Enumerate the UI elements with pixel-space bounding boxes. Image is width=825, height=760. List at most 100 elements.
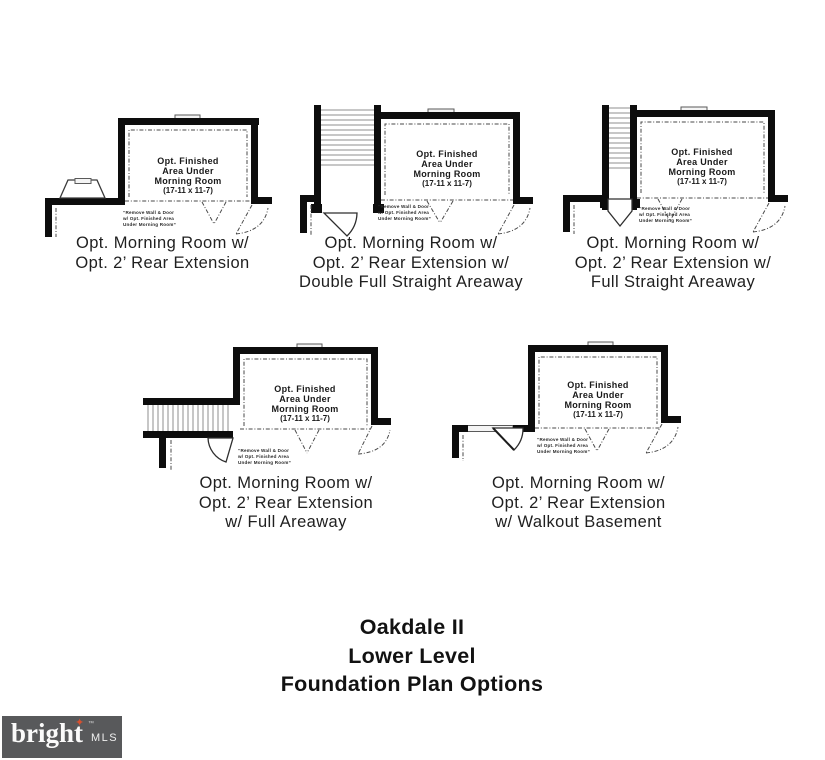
brightmls-logo: bright ✦ ™ MLS	[2, 716, 122, 758]
exterior-walls	[300, 112, 533, 233]
exterior-walls	[563, 110, 788, 232]
plan-drawing-2: Opt. Finished Area Under Morning Room (1…	[300, 105, 533, 237]
room-label: Opt. Finished Area Under Morning Room (1…	[668, 147, 735, 186]
areaway-stairs	[600, 105, 640, 210]
svg-text:w/ Opt. Finished Area: w/ Opt. Finished Area	[377, 210, 429, 215]
note-label: “Remove Wall & Door w/ Opt. Finished Are…	[377, 204, 431, 221]
door-swing-icon	[607, 198, 633, 228]
room-label: Opt. Finished Area Under Morning Room (1…	[271, 384, 338, 423]
caption-line: w/ Walkout Basement	[495, 513, 662, 531]
room-label: Opt. Finished Area Under Morning Room (1…	[154, 156, 221, 195]
floorplan-option-2: Opt. Finished Area Under Morning Room (1…	[298, 95, 543, 300]
svg-text:Opt. Finished: Opt. Finished	[567, 380, 628, 390]
room-label: Opt. Finished Area Under Morning Room (1…	[413, 149, 480, 188]
door-swing-icon	[426, 200, 531, 235]
title-line-type: Foundation Plan Options	[280, 672, 544, 696]
svg-text:Morning Room: Morning Room	[413, 169, 480, 179]
caption-line: Opt. 2’ Rear Extension w/	[312, 253, 510, 272]
caption-line: Opt. 2’ Rear Extension	[491, 493, 666, 512]
svg-text:(17-11 x 11-7): (17-11 x 11-7)	[422, 179, 472, 188]
svg-text:Under Morning Room”: Under Morning Room”	[639, 218, 692, 223]
svg-text:w/ Opt. Finished Area: w/ Opt. Finished Area	[122, 216, 174, 221]
svg-text:“Remove Wall & Door: “Remove Wall & Door	[378, 204, 429, 209]
svg-text:“Remove Wall & Door: “Remove Wall & Door	[537, 437, 588, 442]
title-line-level: Lower Level	[348, 643, 476, 668]
caption-line: Opt. Morning Room w/	[491, 474, 666, 492]
svg-text:Opt. Finished: Opt. Finished	[416, 149, 477, 159]
plan-drawing-4: Opt. Finished Area Under Morning Room (1…	[143, 343, 391, 470]
removed-wall-dashes	[310, 123, 513, 235]
svg-text:“Remove Wall & Door: “Remove Wall & Door	[123, 210, 174, 215]
exterior-walls	[45, 118, 272, 237]
svg-text:Area Under: Area Under	[162, 166, 214, 176]
caption-line: Full Straight Areaway	[590, 273, 756, 291]
title-line-model: Oakdale II	[359, 615, 465, 639]
plan-drawing-1: Opt. Finished Area Under Morning Room (1…	[45, 114, 272, 237]
trademark-symbol: ™	[88, 721, 94, 727]
caption-line: Double Full Straight Areaway	[299, 273, 523, 291]
note-label: “Remove Wall & Door w/ Opt. Finished Are…	[536, 437, 590, 454]
svg-text:Morning Room: Morning Room	[271, 404, 338, 414]
svg-text:Area Under: Area Under	[676, 157, 728, 167]
door-swing-icon	[657, 198, 786, 233]
sheet-title: Oakdale II Lower Level Foundation Plan O…	[212, 613, 612, 699]
door-swing-icon	[207, 437, 234, 463]
caption-line: Opt. 2’ Rear Extension	[198, 493, 374, 512]
svg-text:(17-11 x 11-7): (17-11 x 11-7)	[677, 177, 727, 186]
plan-drawing-3: Opt. Finished Area Under Morning Room (1…	[563, 105, 788, 234]
svg-text:Under Morning Room”: Under Morning Room”	[537, 449, 590, 454]
svg-text:w/ Opt. Finished Area: w/ Opt. Finished Area	[638, 212, 690, 217]
svg-text:Under Morning Room”: Under Morning Room”	[123, 222, 176, 227]
note-label: “Remove Wall & Door w/ Opt. Finished Are…	[237, 448, 291, 465]
room-label: Opt. Finished Area Under Morning Room (1…	[564, 380, 631, 419]
plan-caption-4: Opt. Morning Room w/ Opt. 2’ Rear Extens…	[151, 474, 421, 533]
plan-drawing-5: Opt. Finished Area Under Morning Room (1…	[452, 341, 681, 461]
svg-text:Under Morning Room”: Under Morning Room”	[238, 460, 291, 465]
plan-caption-1: Opt. Morning Room w/ Opt. 2’ Rear Extens…	[40, 234, 285, 273]
caption-line: w/ Full Areaway	[225, 513, 347, 531]
caption-line: Opt. 2’ Rear Extension	[75, 253, 250, 272]
areaway-stairs	[143, 398, 240, 438]
svg-text:w/ Opt. Finished Area: w/ Opt. Finished Area	[237, 454, 289, 459]
logo-brand-text: bright	[11, 718, 84, 748]
removed-wall-dashes	[170, 358, 371, 470]
svg-text:Morning Room: Morning Room	[668, 167, 735, 177]
door-swing-icon	[491, 427, 524, 451]
note-label: “Remove Wall & Door w/ Opt. Finished Are…	[122, 210, 176, 227]
svg-text:Morning Room: Morning Room	[154, 176, 221, 186]
svg-text:Area Under: Area Under	[572, 390, 624, 400]
plan-caption-3: Opt. Morning Room w/ Opt. 2’ Rear Extens…	[543, 234, 803, 293]
svg-text:“Remove Wall & Door: “Remove Wall & Door	[238, 448, 289, 453]
logo-star-icon: ✦	[75, 717, 85, 729]
svg-text:Under Morning Room”: Under Morning Room”	[378, 216, 431, 221]
svg-text:(17-11 x 11-7): (17-11 x 11-7)	[280, 414, 330, 423]
plan-caption-5: Opt. Morning Room w/ Opt. 2’ Rear Extens…	[446, 474, 711, 533]
caption-line: Opt. Morning Room w/	[324, 234, 498, 252]
svg-text:(17-11 x 11-7): (17-11 x 11-7)	[573, 410, 623, 419]
svg-text:Morning Room: Morning Room	[564, 400, 631, 410]
logo-mls-text: MLS	[91, 732, 119, 744]
svg-text:w/ Opt. Finished Area: w/ Opt. Finished Area	[536, 443, 588, 448]
removed-wall-dashes	[573, 121, 768, 234]
plan-caption-2: Opt. Morning Room w/ Opt. 2’ Rear Extens…	[286, 234, 536, 293]
caption-line: Opt. Morning Room w/	[199, 474, 373, 492]
caption-line: Opt. 2’ Rear Extension w/	[574, 253, 772, 272]
bay-window	[58, 178, 107, 199]
svg-text:Opt. Finished: Opt. Finished	[671, 147, 732, 157]
floorplan-option-3: Opt. Finished Area Under Morning Room (1…	[555, 95, 810, 300]
floorplan-option-1: Opt. Finished Area Under Morning Room (1…	[40, 105, 285, 295]
svg-text:“Remove Wall & Door: “Remove Wall & Door	[639, 206, 690, 211]
note-label: “Remove Wall & Door w/ Opt. Finished Are…	[638, 206, 692, 223]
exterior-walls	[452, 345, 681, 458]
areaway-stairs	[311, 105, 384, 213]
door-swing-icon	[201, 201, 269, 235]
door-swing-icon	[322, 212, 358, 237]
caption-line: Opt. Morning Room w/	[75, 234, 250, 252]
svg-text:(17-11 x 11-7): (17-11 x 11-7)	[163, 186, 213, 195]
removed-wall-dashes	[462, 356, 661, 461]
svg-text:Area Under: Area Under	[421, 159, 473, 169]
svg-text:Area Under: Area Under	[279, 394, 331, 404]
floorplan-option-4: Opt. Finished Area Under Morning Room (1…	[135, 340, 405, 540]
exterior-walls	[159, 347, 391, 468]
